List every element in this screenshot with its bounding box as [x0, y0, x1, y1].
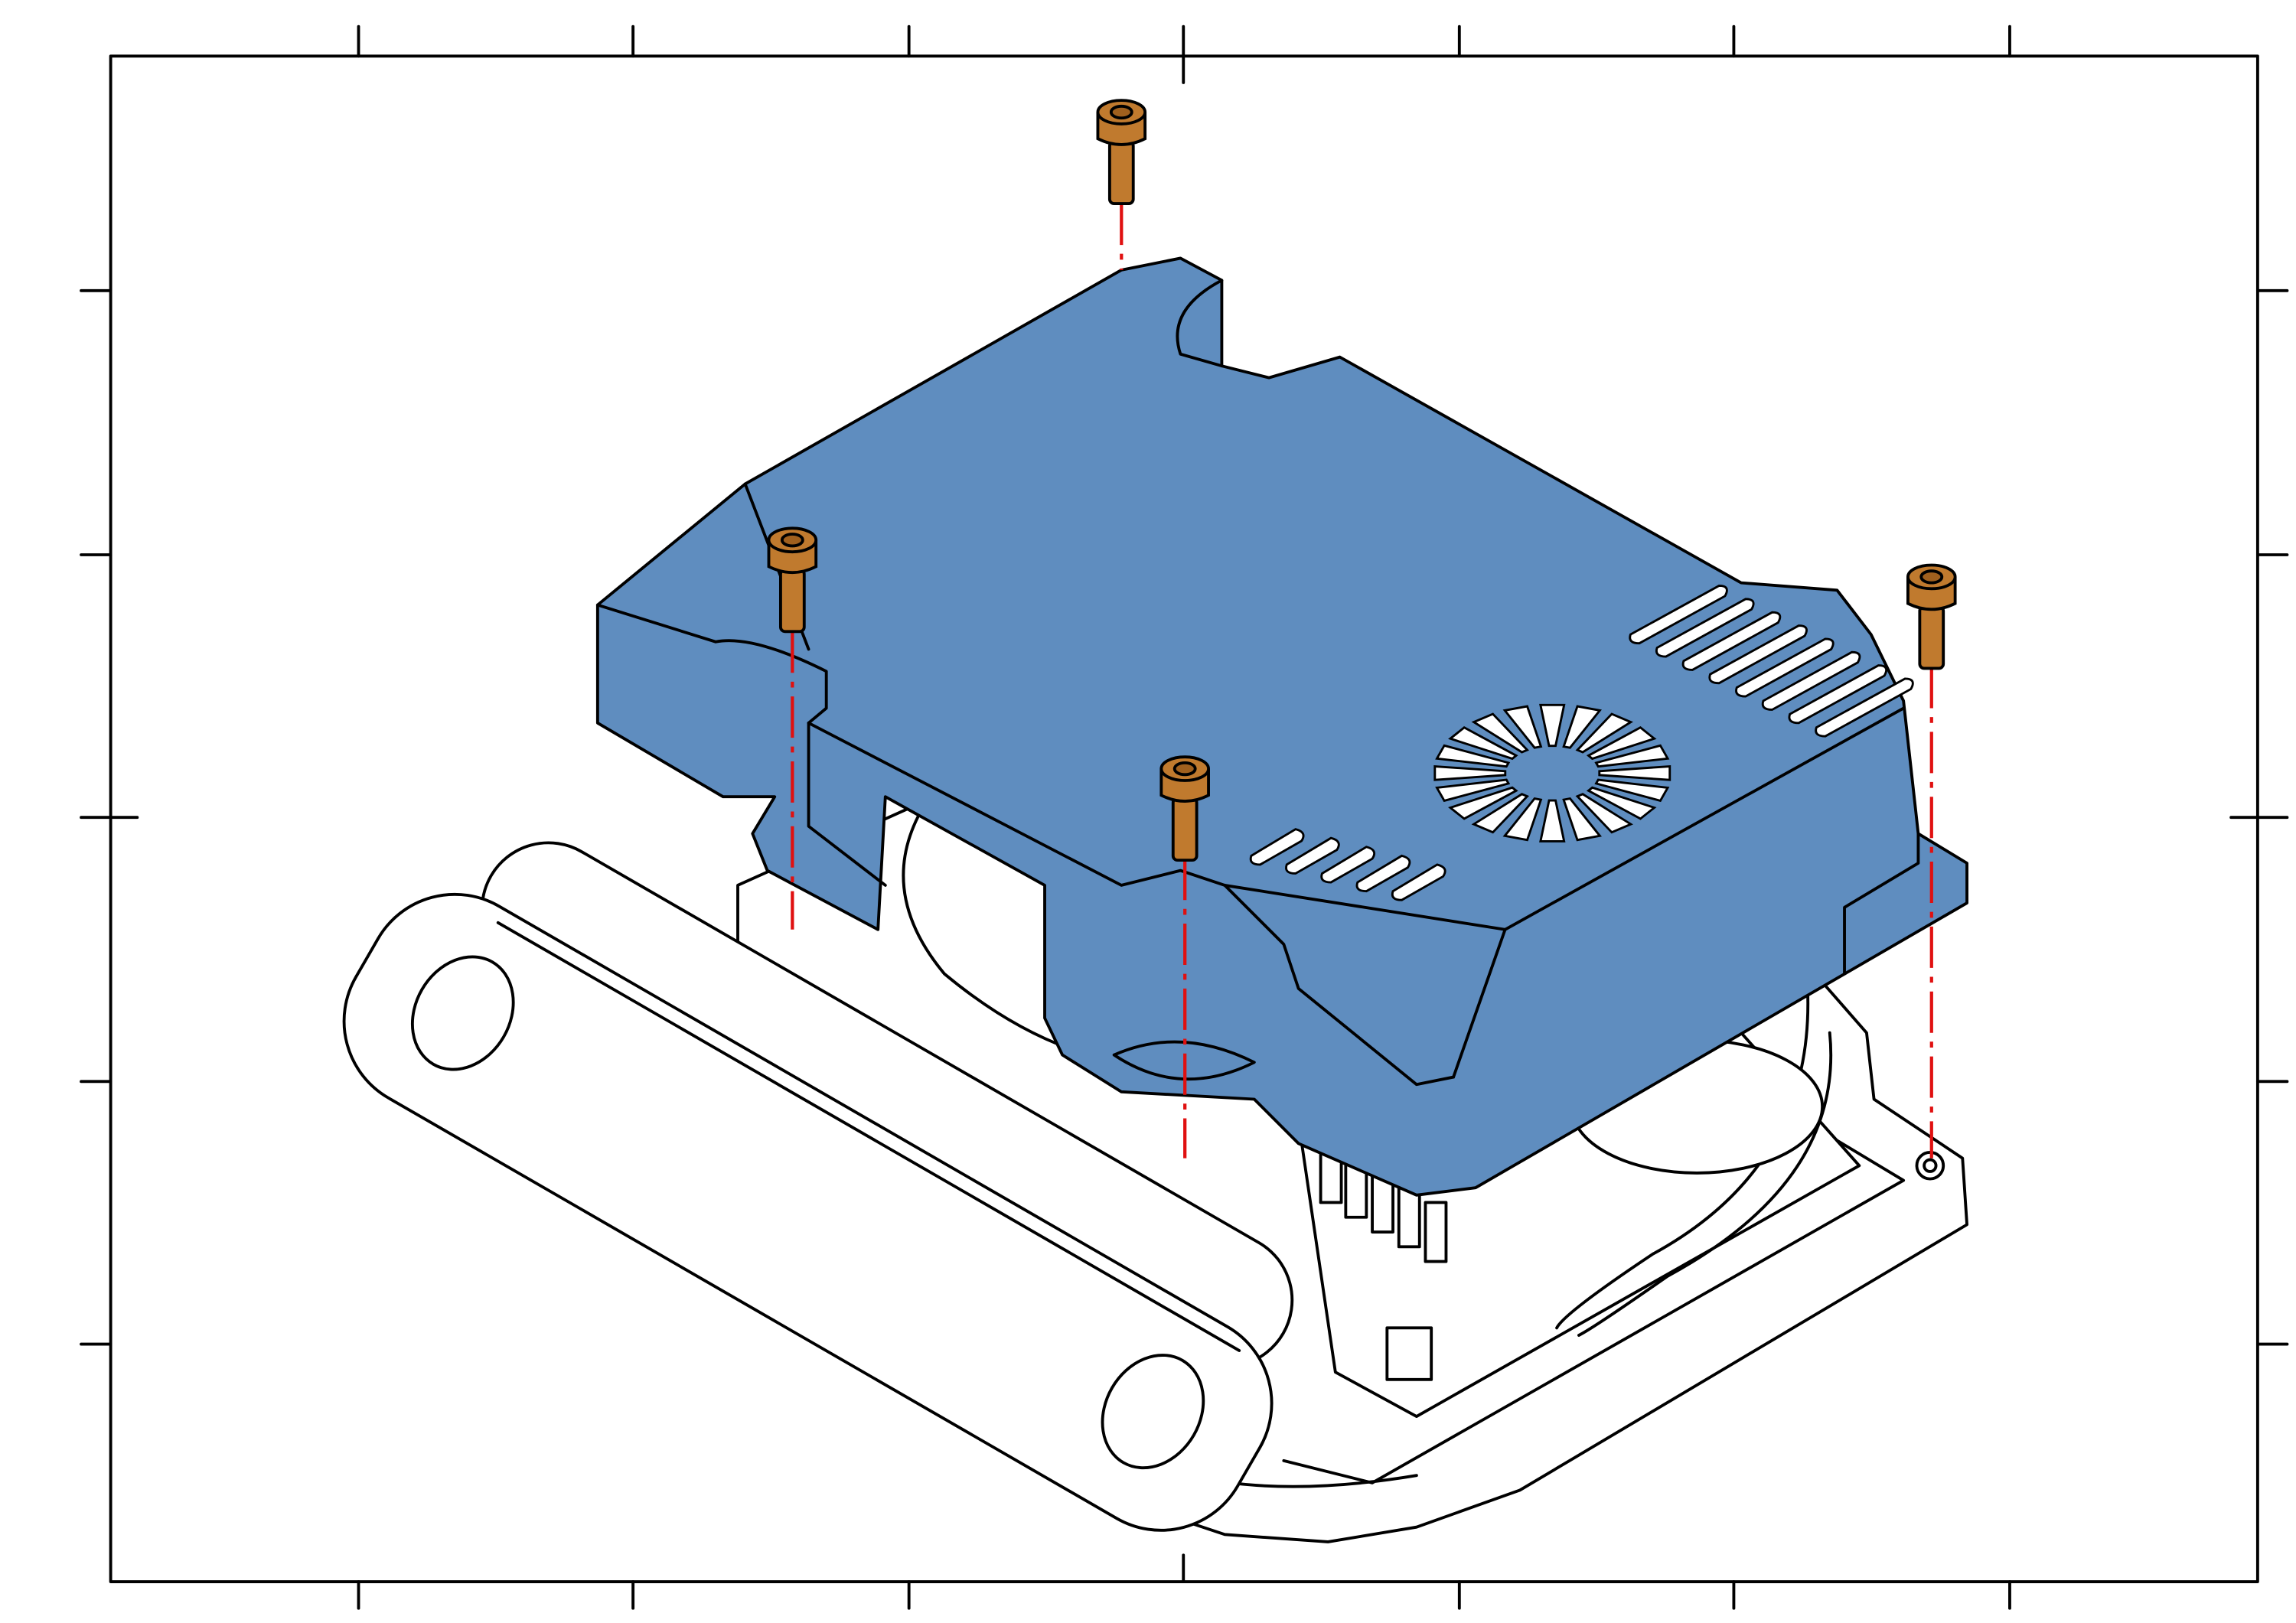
vent-slot [1681, 611, 1782, 671]
fan-vent-slot [1471, 712, 1530, 754]
fan-vent-slot [1586, 786, 1657, 820]
fan-vent-slot [1502, 705, 1543, 749]
vent-slot [1735, 637, 1835, 698]
fan-vent-slot [1433, 764, 1507, 781]
camera-lens-left [410, 955, 515, 1071]
fan-vent-slot [1435, 744, 1511, 768]
camera-lens-right [1101, 1354, 1205, 1470]
vent-slot [1708, 624, 1808, 685]
vent-slot [1788, 664, 1888, 725]
fan-vent-slot [1575, 793, 1633, 834]
fan-vent-slot [1435, 778, 1511, 803]
fan-vent-slot [1539, 799, 1566, 842]
vent-slot [1655, 598, 1755, 658]
fan-vent-slot [1448, 726, 1518, 761]
vent-slot [1815, 677, 1914, 738]
screw-icon [1159, 755, 1210, 862]
fan-vent-slot [1562, 797, 1602, 842]
fan-vent-slot [1471, 793, 1530, 834]
fan-vent-slot [1502, 797, 1543, 842]
fan-vent-slot [1562, 705, 1602, 749]
screw-icon [1096, 99, 1147, 206]
fan-vent-icon [1433, 703, 1671, 842]
vent-slots [1249, 585, 1914, 901]
vent-slot [1761, 650, 1861, 711]
vent-slot [1355, 854, 1411, 893]
assembly-axes [791, 204, 1933, 1159]
fan-vent-slot [1586, 726, 1657, 761]
screws [767, 99, 1957, 862]
vent-slot [1391, 863, 1446, 901]
fan-vent-slot [1594, 778, 1670, 803]
screw-icon [1906, 563, 1957, 670]
fan-vent-slot [1594, 744, 1670, 768]
vent-slot [1285, 836, 1340, 875]
vent-slot [1629, 585, 1728, 645]
vent-slot [1249, 828, 1305, 866]
drawing-frame [80, 24, 2289, 1610]
fan-vent-slot [1448, 786, 1518, 820]
screw-icon [767, 526, 818, 634]
fan-vent-slot [1575, 712, 1633, 754]
camera-bar [342, 841, 1294, 1532]
fan-vent-slot [1539, 703, 1566, 748]
fan-vent-slot [1598, 764, 1671, 781]
vent-slot [1320, 846, 1376, 884]
cover-edges [595, 279, 1920, 1087]
